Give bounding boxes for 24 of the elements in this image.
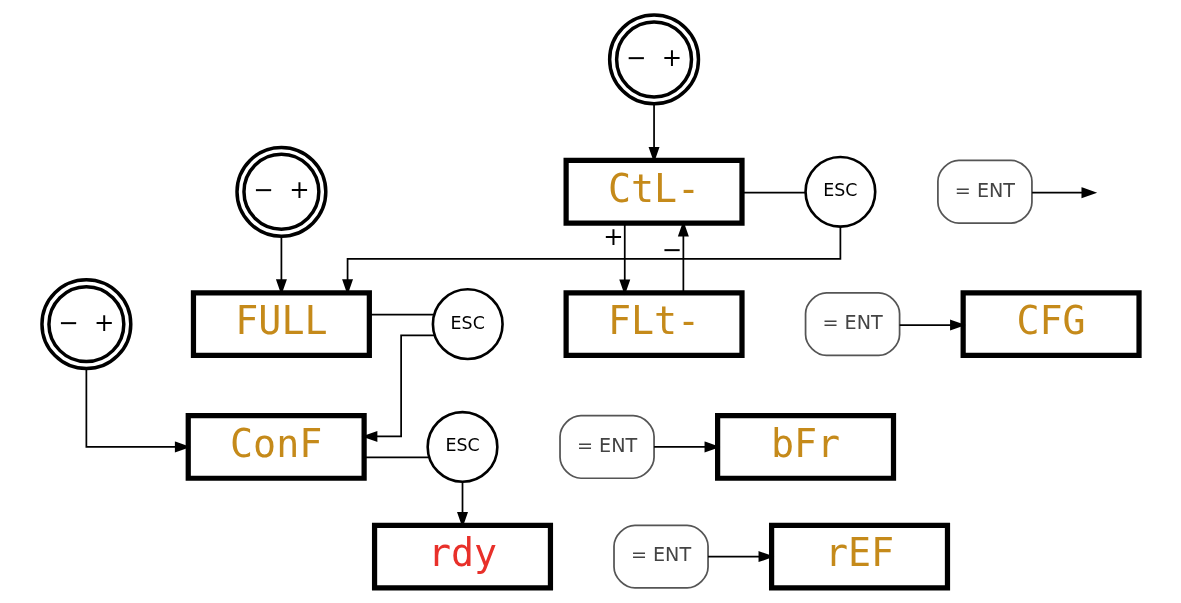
node-circle: ESC — [431, 288, 504, 361]
node-circle: − + — [607, 13, 701, 106]
arrow — [1031, 187, 1098, 199]
node-box: = ENT — [613, 524, 709, 589]
connector — [741, 191, 807, 194]
node-box: bFr — [715, 412, 897, 481]
node-box: rdy — [371, 522, 554, 591]
node-box: = ENT — [559, 414, 655, 480]
node-box: CFG — [960, 290, 1142, 359]
connector — [368, 313, 435, 316]
edge-label: − — [661, 234, 683, 264]
node-box: FLt- — [563, 290, 745, 359]
node-circle: ESC — [426, 410, 499, 484]
node-circle: − + — [235, 145, 328, 238]
node-box: CtL- — [563, 157, 745, 226]
arrow — [898, 319, 966, 331]
node-box: FULL — [190, 290, 372, 359]
node-box: = ENT — [937, 159, 1033, 224]
node-box: rEF — [769, 522, 951, 591]
node-circle: ESC — [804, 155, 877, 228]
connector — [363, 456, 430, 459]
node-circle: − + — [40, 278, 133, 371]
node-box: ConF — [185, 412, 367, 481]
node-box: = ENT — [804, 291, 901, 357]
